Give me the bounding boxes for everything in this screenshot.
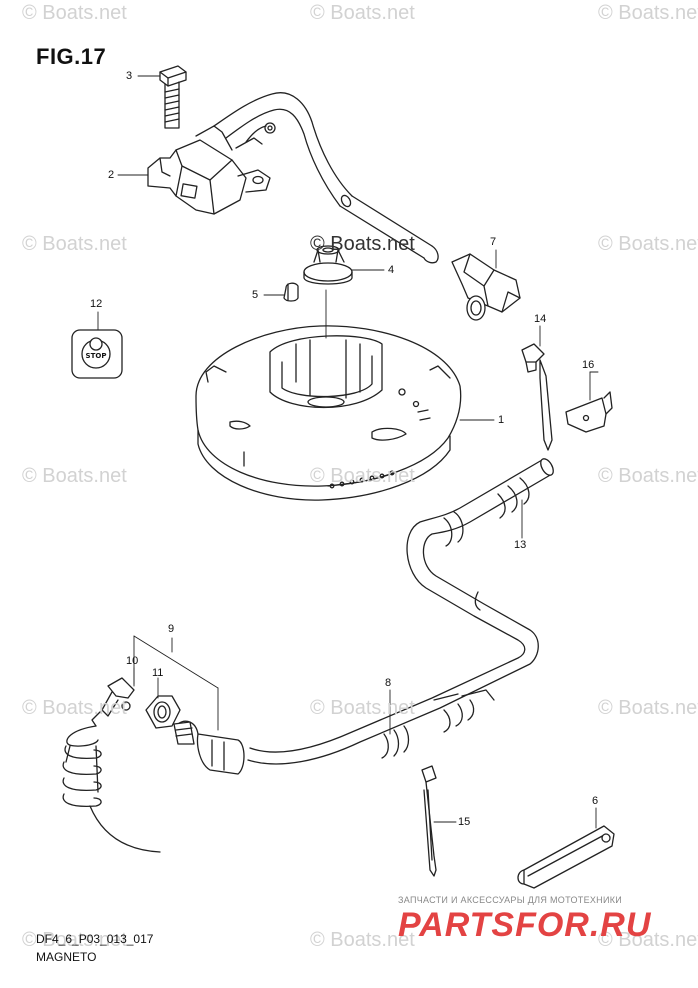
callout-7: 7: [490, 236, 497, 248]
watermark: © Boats.net: [22, 465, 127, 487]
watermark: © Boats.net: [22, 2, 127, 24]
callout-6-band: 6: [592, 795, 599, 807]
callout-15: 15: [458, 816, 471, 828]
callout-11: 11: [152, 667, 164, 679]
watermark: © Boats.net: [310, 465, 415, 487]
retaining-band: [517, 825, 615, 889]
callout-1: 1: [498, 414, 505, 426]
watermark-center: © Boats.net: [310, 233, 415, 255]
watermark: © Boats.net: [598, 2, 698, 24]
watermark: © Boats.net: [22, 929, 127, 951]
callout-14: 14: [534, 313, 547, 325]
watermark: © Boats.net: [310, 929, 415, 951]
stop-label: STOP: [86, 352, 107, 360]
callout-9: 9: [168, 623, 175, 635]
watermark: © Boats.net: [22, 697, 127, 719]
callout-16: 16: [582, 359, 595, 371]
watermark: © Boats.net: [598, 929, 698, 951]
callout-2: 2: [108, 169, 115, 181]
watermark: © Boats.net: [22, 233, 127, 255]
callout-12: 12: [90, 298, 103, 310]
rotor-magnets: [327, 470, 397, 489]
cable-tie: [421, 765, 437, 877]
watermark: © Boats.net: [598, 697, 698, 719]
cord-clamp: [521, 343, 553, 451]
callout-10: 10: [126, 655, 139, 667]
callout-13: 13: [514, 539, 527, 551]
stop-switch-cap: [71, 329, 123, 379]
diagram-code: DF4_6_P03_013_017: [36, 932, 154, 946]
mounting-plate: [565, 391, 613, 433]
callout-5: 5: [252, 289, 259, 301]
watermark: © Boats.net: [598, 465, 698, 487]
watermark: © Boats.net: [310, 697, 415, 719]
watermark: © Boats.net: [598, 233, 698, 255]
stop-switch-cord: [247, 458, 554, 765]
lanyard-coil: [62, 725, 161, 853]
ignition-coil: [147, 125, 271, 215]
bolt: [159, 65, 187, 129]
promo-brand: PARTSFOR.RU: [398, 906, 652, 944]
stop-switch-body: [173, 720, 245, 775]
flywheel-key: [283, 282, 299, 302]
lock-nut: [145, 695, 181, 729]
flywheel-rotor: [195, 325, 462, 501]
lanyard-clip: [91, 677, 135, 727]
leader-lines: [97, 75, 599, 829]
flywheel-nut: [303, 245, 353, 285]
spark-plug-cap: [451, 253, 521, 321]
section-name: MAGNETO: [36, 950, 97, 964]
callout-4: 4: [388, 264, 395, 276]
promo-tagline: ЗАПЧАСТИ И АКСЕССУАРЫ ДЛЯ МОТОТЕХНИКИ: [398, 895, 623, 905]
callout-3: 3: [126, 70, 133, 82]
watermark: © Boats.net: [310, 2, 415, 24]
high-tension-cord: [213, 92, 439, 264]
figure-title: FIG.17: [36, 44, 107, 69]
callout-8: 8: [385, 677, 392, 689]
